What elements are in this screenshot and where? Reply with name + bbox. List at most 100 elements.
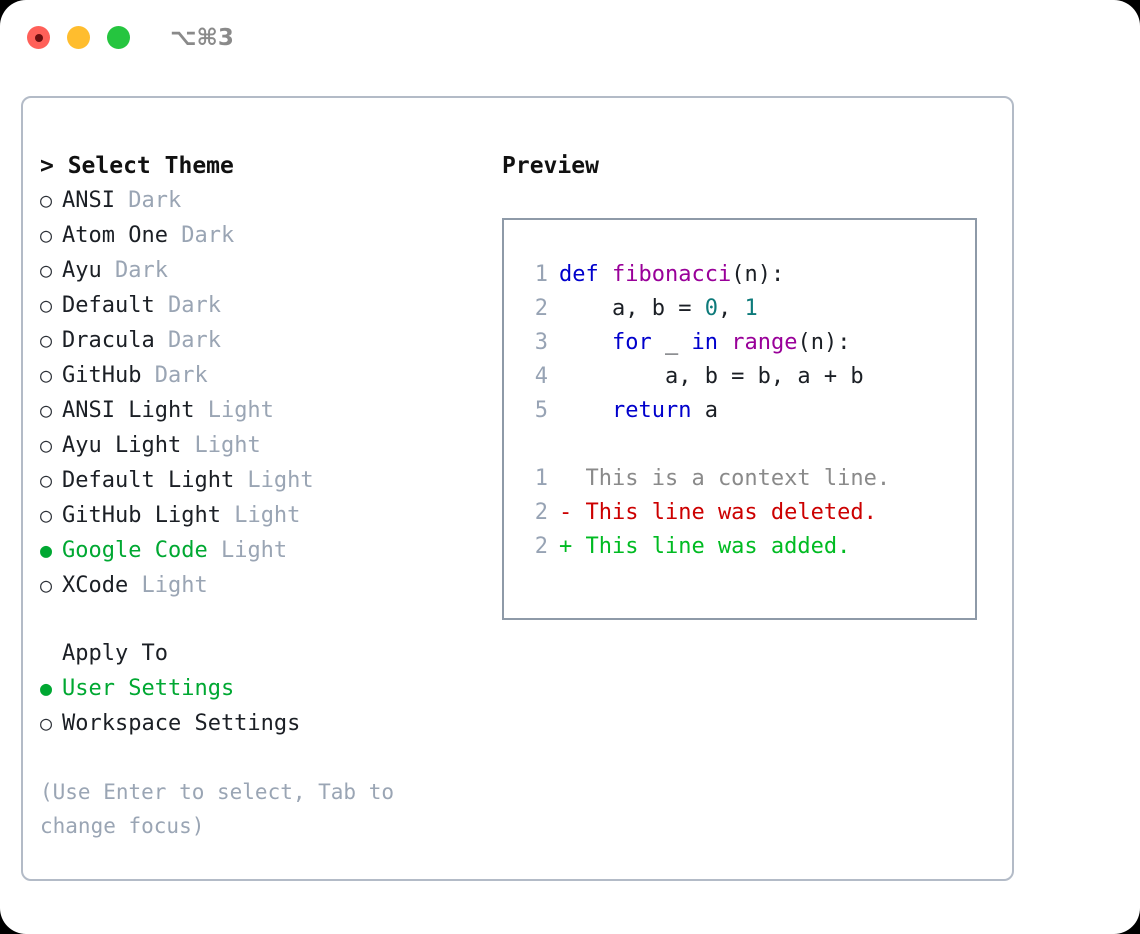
theme-option-row[interactable]: ○ Dracula Dark — [40, 323, 490, 358]
diff-line-text: - This line was deleted. — [559, 500, 877, 525]
theme-variant-tag: Light — [128, 573, 208, 598]
code-line-text: a, b = 0, 1 — [559, 292, 758, 326]
theme-option-row[interactable]: ○ Ayu Light Light — [40, 428, 490, 463]
close-button[interactable] — [27, 26, 50, 49]
radio-unselected-icon[interactable]: ○ — [40, 433, 53, 457]
radio-unselected-icon[interactable]: ○ — [40, 188, 53, 212]
preview-title: Preview — [502, 153, 599, 179]
code-token — [559, 330, 612, 355]
code-line: 3 for _ in range(n): — [504, 326, 975, 360]
code-line-text: return a — [559, 394, 718, 428]
zoom-button[interactable] — [107, 26, 130, 49]
theme-option-name: Ayu — [62, 258, 102, 283]
theme-list[interactable]: ○ANSI Dark○Atom One Dark○Ayu Dark○Defaul… — [40, 183, 490, 603]
theme-variant-tag: Dark — [114, 188, 182, 213]
theme-option-row[interactable]: ○ Default Dark — [40, 288, 490, 323]
apply-to-heading: Apply To — [62, 641, 168, 666]
radio-selected-icon[interactable]: ● — [40, 676, 53, 700]
radio-unselected-icon[interactable]: ○ — [40, 258, 53, 282]
select-theme-prompt: > Select Theme — [40, 153, 234, 179]
diff-line-number: 1 — [534, 466, 548, 491]
theme-option-row[interactable]: ○ GitHub Dark — [40, 358, 490, 393]
theme-option-name: Ayu Light — [62, 433, 182, 458]
theme-option-name: GitHub Light — [62, 503, 221, 528]
radio-unselected-icon[interactable]: ○ — [40, 223, 53, 247]
code-line: 2 a, b = 0, 1 — [504, 292, 975, 326]
theme-variant-tag: Dark — [167, 223, 235, 248]
code-line: 5 return a — [504, 394, 975, 428]
diff-line: 2 + This line was added. — [504, 530, 975, 564]
theme-option-row[interactable]: ○XCode Light — [40, 568, 490, 603]
code-token: _ — [651, 330, 692, 355]
radio-unselected-icon[interactable]: ○ — [40, 293, 53, 317]
code-token: for — [611, 330, 652, 355]
theme-variant-tag: Dark — [154, 293, 221, 318]
radio-unselected-icon[interactable]: ○ — [40, 503, 53, 527]
code-line: 4 a, b = b, a + b — [504, 360, 975, 394]
radio-unselected-icon[interactable]: ○ — [40, 711, 53, 735]
code-line-number: 3 — [534, 330, 548, 355]
code-line-number: 4 — [534, 364, 548, 389]
code-line-text: for _ in range(n): — [559, 326, 850, 360]
theme-option-row[interactable]: ○ANSI Dark — [40, 183, 490, 218]
apply-to-option-row[interactable]: ●User Settings — [40, 671, 490, 706]
theme-option-name: Dracula — [62, 328, 155, 353]
apply-to-option-row[interactable]: ○Workspace Settings — [40, 706, 490, 741]
radio-selected-icon[interactable]: ● — [40, 538, 53, 562]
hint-spacer — [40, 741, 490, 775]
theme-selection-column: > Select Theme ○ANSI Dark○Atom One Dark○… — [40, 149, 490, 843]
theme-option-row[interactable]: ● Google Code Light — [40, 533, 490, 568]
apply-to-list[interactable]: ●User Settings○Workspace Settings — [40, 671, 490, 741]
code-line-text: def fibonacci(n): — [559, 258, 784, 292]
theme-option-row[interactable]: ○ANSI Light Light — [40, 393, 490, 428]
theme-variant-tag: Light — [220, 503, 301, 528]
code-line-number: 1 — [534, 262, 548, 287]
radio-unselected-icon[interactable]: ○ — [40, 398, 53, 422]
theme-variant-tag: Light — [207, 538, 288, 563]
theme-option-row[interactable]: ○ Ayu Dark — [40, 253, 490, 288]
theme-variant-tag: Light — [181, 433, 261, 458]
theme-variant-tag: Dark — [101, 258, 168, 283]
theme-option-row[interactable]: ○Atom One Dark — [40, 218, 490, 253]
code-token: fibonacci — [611, 262, 732, 287]
theme-option-name: Default Light — [62, 468, 235, 493]
code-token: (n): — [731, 262, 785, 287]
code-token: a — [691, 398, 718, 423]
code-token: a, b = — [559, 296, 705, 321]
radio-unselected-icon[interactable]: ○ — [40, 363, 53, 387]
keyboard-hint: (Use Enter to select, Tab to change focu… — [40, 780, 407, 838]
code-token: in — [691, 330, 718, 355]
keyboard-shortcut-label: ⌥⌘3 — [170, 25, 234, 51]
code-token — [559, 398, 612, 423]
diff-line-number: 2 — [534, 500, 548, 525]
theme-option-name: GitHub — [62, 363, 142, 388]
theme-option-name: Default — [62, 293, 155, 318]
content-panel: > Select Theme ○ANSI Dark○Atom One Dark○… — [21, 96, 1014, 881]
diff-sample: 1 This is a context line. 2 - This line wa… — [504, 462, 975, 564]
code-line: 1 def fibonacci(n): — [504, 258, 975, 292]
radio-unselected-icon[interactable]: ○ — [40, 468, 53, 492]
diff-line-text: This is a context line. — [559, 466, 891, 491]
code-token: a, b = b, a + b — [559, 364, 864, 389]
code-token: , — [717, 296, 745, 321]
diff-line-text: + This line was added. — [559, 534, 851, 559]
code-token: return — [611, 398, 692, 423]
code-token — [718, 330, 731, 355]
theme-variant-tag: Dark — [141, 363, 208, 388]
diff-line-number: 2 — [534, 534, 548, 559]
radio-unselected-icon[interactable]: ○ — [40, 573, 53, 597]
title-bar: ⌥⌘3 — [0, 0, 1140, 78]
code-token: 1 — [744, 296, 758, 321]
theme-variant-tag: Dark — [154, 328, 221, 353]
theme-option-name: Google Code — [62, 538, 208, 563]
code-token: 0 — [704, 296, 718, 321]
radio-unselected-icon[interactable]: ○ — [40, 328, 53, 352]
theme-option-row[interactable]: ○ GitHub Light Light — [40, 498, 490, 533]
theme-option-row[interactable]: ○Default Light Light — [40, 463, 490, 498]
code-line-number: 5 — [534, 398, 548, 423]
minimize-button[interactable] — [67, 26, 90, 49]
